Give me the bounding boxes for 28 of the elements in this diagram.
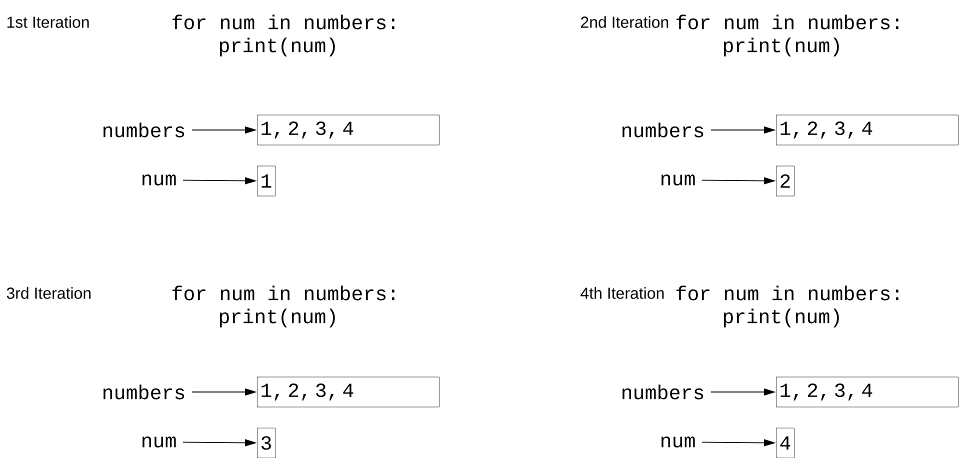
heading: 4th Iteration: [580, 287, 664, 299]
value-box: 1, 2, 3, 4: [257, 376, 440, 408]
variable-name: numbers: [104, 122, 184, 138]
code-line: for num in numbers:: [676, 14, 898, 30]
variable-name: numbers: [622, 384, 704, 400]
variable-name: num: [662, 436, 695, 448]
code-line: for num in numbers:: [676, 286, 898, 300]
variable-name: num: [662, 174, 695, 186]
code-line: print(num): [220, 38, 335, 56]
value-box: 1, 2, 3, 4: [776, 114, 958, 146]
value-box: 3: [257, 428, 276, 458]
value-box: 1, 2, 3, 4: [776, 376, 958, 408]
heading: 1st Iteration: [7, 16, 89, 28]
heading: 2nd Iteration: [581, 16, 668, 28]
variable-name: numbers: [622, 122, 704, 138]
value-box: 4: [776, 428, 794, 458]
code-line: for num in numbers:: [172, 14, 394, 30]
variable-name: num: [142, 174, 176, 186]
variable-name: num: [142, 436, 176, 448]
heading: 3rd Iteration: [6, 287, 91, 299]
code-line: print(num): [724, 38, 839, 56]
value-box: 1: [257, 166, 276, 196]
variable-name: numbers: [104, 384, 184, 400]
code-line: print(num): [220, 308, 335, 328]
value-box: 2: [776, 166, 794, 196]
code-line: for num in numbers:: [172, 286, 394, 300]
code-line: print(num): [724, 308, 839, 328]
value-box: 1, 2, 3, 4: [257, 114, 440, 146]
